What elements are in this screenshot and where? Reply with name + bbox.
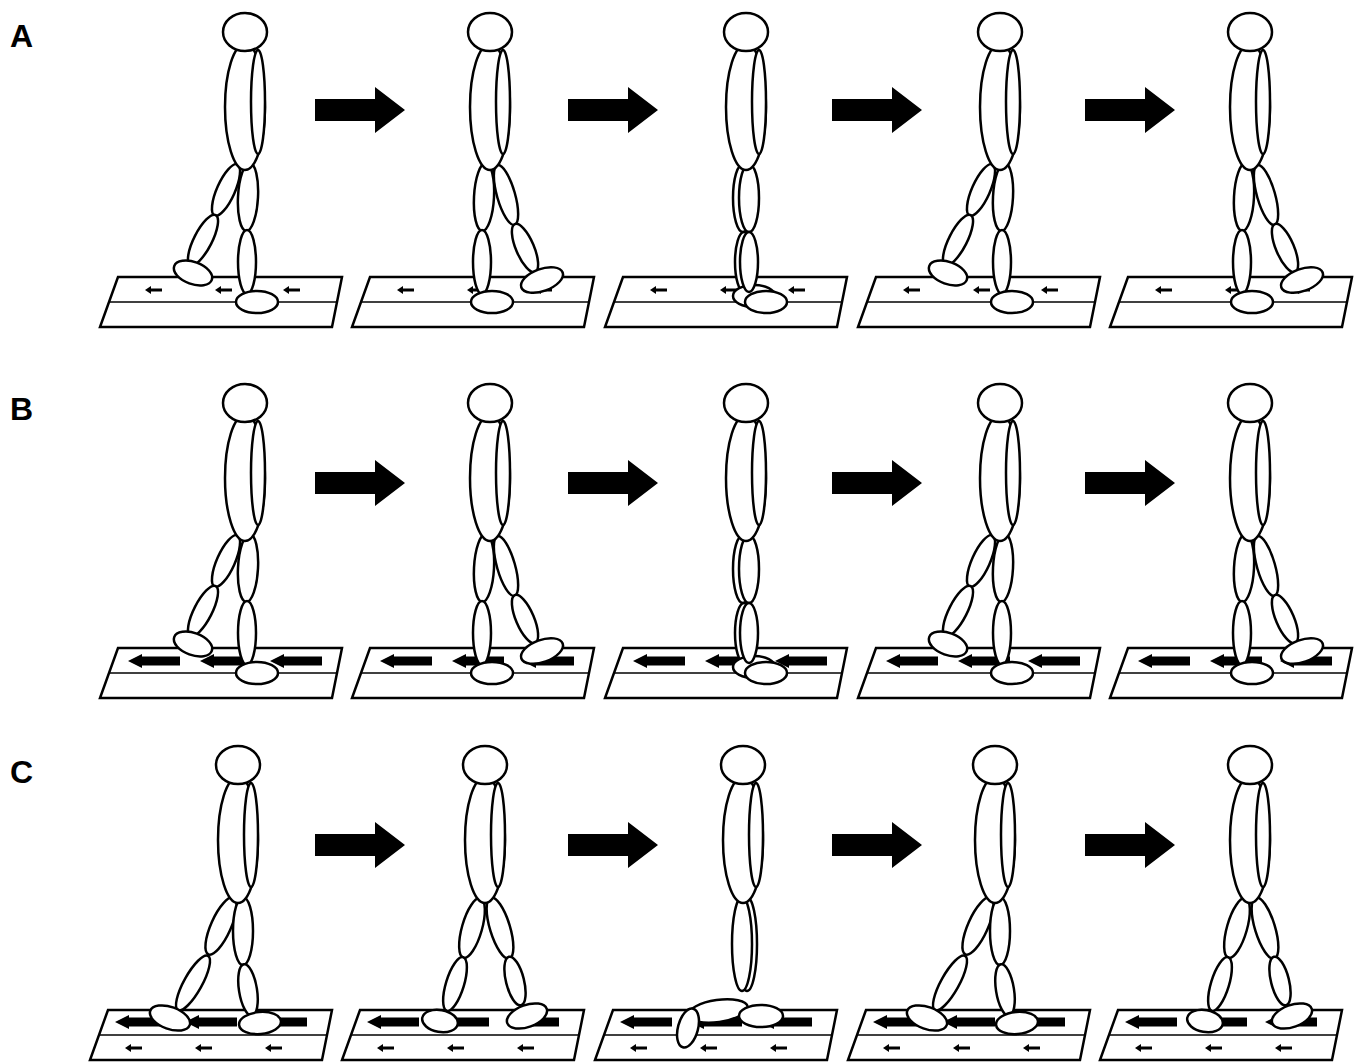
walker-figure <box>724 384 787 684</box>
walker-figure <box>468 384 566 684</box>
walker-figure <box>925 384 1033 684</box>
treadmill <box>100 277 342 327</box>
walker-figure <box>1185 746 1315 1035</box>
walker-figure <box>1228 13 1326 313</box>
sequence-arrow <box>568 87 658 133</box>
sequence-arrow <box>1085 822 1175 868</box>
row-a <box>100 13 1352 327</box>
treadmill <box>605 648 847 698</box>
walker-figure <box>925 13 1033 313</box>
treadmill <box>342 1010 584 1060</box>
sequence-arrow <box>568 822 658 868</box>
walker-figure <box>904 746 1039 1036</box>
walker-figure <box>147 746 282 1036</box>
sequence-arrow <box>1085 87 1175 133</box>
panel-letter: A <box>10 20 33 52</box>
walker-figure <box>1228 384 1326 684</box>
sequence-arrow <box>568 460 658 506</box>
panel-letter: B <box>10 393 33 425</box>
walker-figure <box>170 13 278 313</box>
sequence-arrow <box>315 460 405 506</box>
sequence-arrow <box>315 822 405 868</box>
treadmill <box>848 1010 1090 1060</box>
sequence-arrow <box>832 460 922 506</box>
walker-figure <box>420 746 550 1035</box>
sequence-arrow <box>832 87 922 133</box>
panel-letter: C <box>10 756 33 788</box>
treadmill <box>605 277 847 327</box>
walker-figure <box>170 384 278 684</box>
treadmill <box>858 277 1100 327</box>
walker-figure <box>724 13 787 313</box>
walker-figure <box>673 746 783 1050</box>
row-b <box>100 384 1352 698</box>
sequence-arrow <box>832 822 922 868</box>
treadmill <box>90 1010 332 1060</box>
row-c <box>90 746 1342 1060</box>
walker-figure <box>468 13 566 313</box>
treadmill <box>100 648 342 698</box>
treadmill <box>858 648 1100 698</box>
sequence-arrow <box>1085 460 1175 506</box>
sequence-arrow <box>315 87 405 133</box>
